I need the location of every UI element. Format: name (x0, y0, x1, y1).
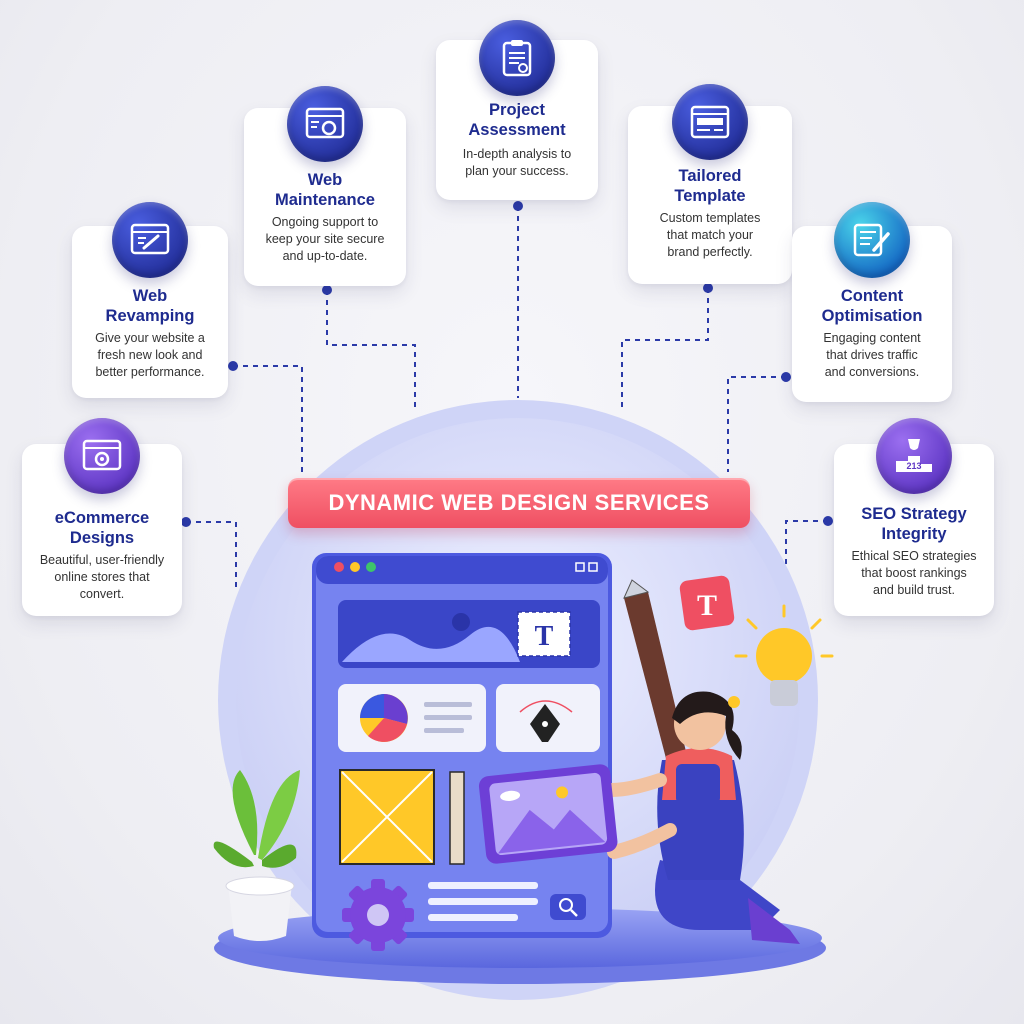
text-tile-glyph: T (535, 621, 554, 652)
connector-content (727, 376, 786, 472)
card-desc-line1: In-depth analysis to (462, 147, 572, 161)
template-layout-icon (672, 84, 748, 160)
card-title-line1: SEO Strategy (861, 505, 967, 523)
card-desc-line2: that boost rankings (861, 566, 967, 580)
svg-text:T: T (697, 589, 717, 622)
card-desc-line3: convert. (79, 587, 125, 601)
clipboard-gear-icon (479, 20, 555, 96)
card-desc-line1: Beautiful, user-friendly (39, 553, 165, 567)
connector-ecommerce (186, 521, 237, 590)
plant-pot (213, 770, 300, 941)
card-title-line1: eCommerce (54, 509, 150, 527)
floating-text-tile: T (679, 575, 735, 631)
designer-figure (605, 691, 800, 944)
connector-seo (785, 520, 828, 590)
card-title-line2: Maintenance (275, 191, 375, 209)
card-desc-line2: fresh new look and (97, 348, 203, 362)
card-title-line2: Assessment (468, 121, 566, 139)
card-desc-line2: plan your success. (465, 164, 569, 178)
card-desc-line1: Give your website a (95, 331, 205, 345)
card-desc-line2: that match your (666, 228, 754, 242)
content-pencil-icon (834, 202, 910, 278)
card-desc-line1: Custom templates (659, 211, 761, 225)
podium-trophy-icon: 213 (876, 418, 952, 494)
ecommerce-browser-gear-icon (64, 418, 140, 494)
card-desc-line1: Ethical SEO strategies (851, 549, 977, 563)
pen-nib-decoration (623, 579, 688, 766)
card-title-line2: Designs (69, 529, 135, 547)
card-desc-line2: keep your site secure (265, 232, 385, 246)
browser-brush-icon (112, 202, 188, 278)
image-frame-held (478, 764, 618, 864)
light-bulb-decoration (734, 604, 834, 706)
card-desc-line3: better performance. (95, 365, 205, 379)
main-title-banner: DYNAMIC WEB DESIGN SERVICES (288, 478, 750, 528)
card-desc-line3: brand perfectly. (667, 245, 753, 259)
card-title-line2: Integrity (881, 525, 947, 543)
card-desc-line2: that drives traffic (826, 348, 918, 362)
connector-template (621, 288, 709, 412)
card-title-line1: Tailored (678, 167, 742, 185)
gear-decoration (342, 879, 414, 951)
card-title-line1: Content (840, 287, 904, 305)
card-title-line1: Project (489, 101, 545, 119)
card-desc-line1: Ongoing support to (271, 215, 379, 229)
card-title-line2: Revamping (105, 307, 195, 325)
podium-digits: 213 (906, 461, 921, 471)
card-desc-line2: online stores that (54, 570, 150, 584)
card-desc-line3: and up-to-date. (282, 249, 368, 263)
card-title-line2: Template (674, 187, 746, 205)
card-desc-line1: Engaging content (823, 331, 921, 345)
browser-gear-icon (287, 86, 363, 162)
card-title-line2: Optimisation (821, 307, 923, 325)
connector-revamping (233, 365, 303, 472)
card-title-line1: Web (132, 287, 168, 305)
card-desc-line3: and conversions. (824, 365, 920, 379)
card-desc-line3: and build trust. (873, 583, 955, 597)
card-title-line1: Web (307, 171, 343, 189)
browser-window: T (312, 553, 612, 938)
